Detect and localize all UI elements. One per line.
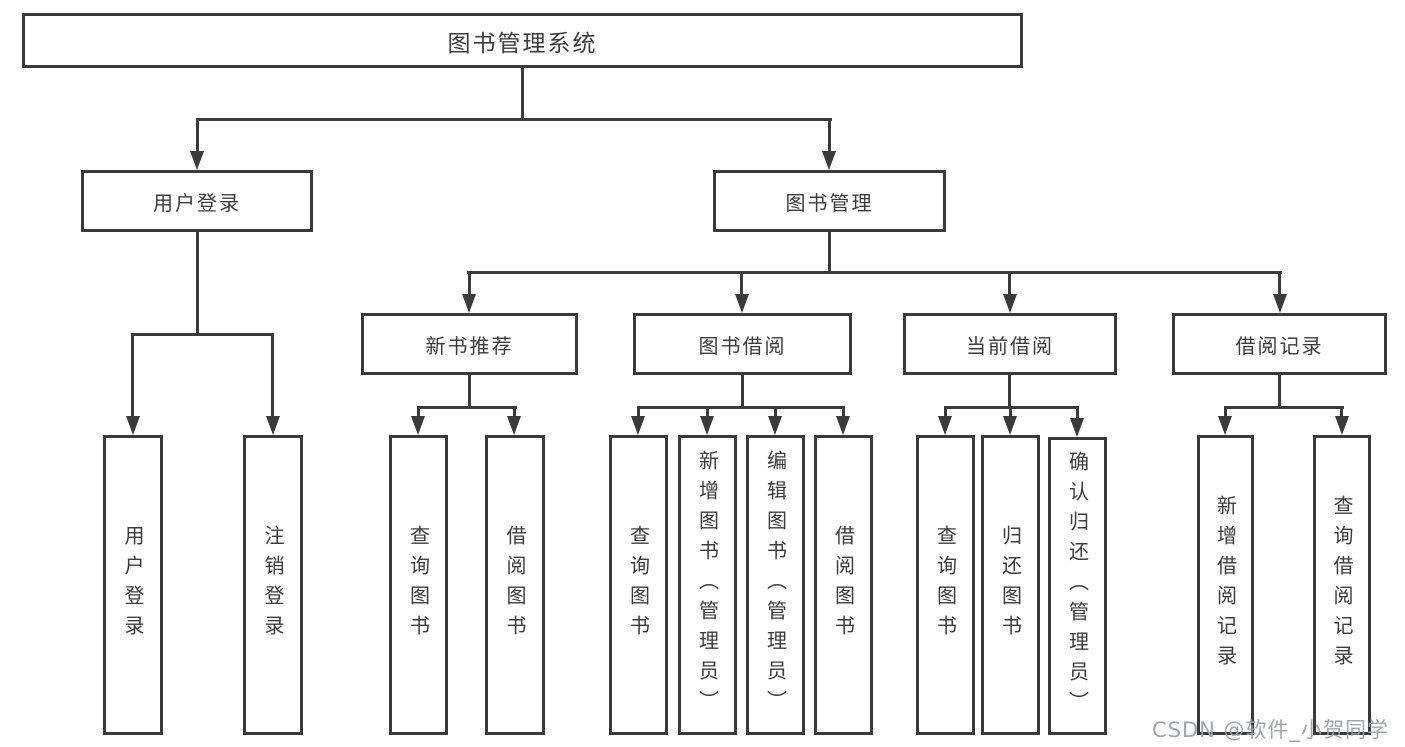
node-label: 查询借阅记录 [1330,495,1354,675]
arrowhead-down [735,294,749,313]
connector-borrow-drop-2 [706,406,709,418]
leaf-borrow-books-1: 借阅图书 [485,435,545,735]
connector-root-bar [196,118,832,121]
connector-userlogin-drop-1 [131,333,134,418]
node-label: 用户登录 [153,190,241,215]
connector-newbook-drop-1 [417,406,420,418]
connector-bookmgmt-drop-1 [468,271,471,296]
connector-bookmgmt-drop-4 [1278,271,1281,296]
connector-newbook-drop-2 [513,406,516,418]
arrowhead-down [836,416,850,435]
connector-bookmgmt-drop-2 [740,271,743,296]
leaf-return-books: 归还图书 [981,435,1040,735]
node-label: 借阅图书 [831,525,856,645]
arrowhead-down [822,151,836,170]
node-label: 当前借阅 [966,333,1054,358]
arrowhead-down [1070,418,1084,437]
node-label: 图书借阅 [698,333,787,358]
connector-userlogin-bar [131,333,274,336]
leaf-add-books-admin: 新增图书（管理员） [678,435,737,735]
leaf-query-books-1: 查询图书 [389,435,448,735]
node-label: 编辑图书（管理员） [763,450,788,720]
connector-userlogin-drop-2 [271,333,274,418]
arrowhead-down [1335,416,1349,435]
connector-newbook-bar [417,406,517,409]
node-label: 查询图书 [933,525,958,645]
connector-borrow-drop-1 [637,406,640,418]
arrowhead-down [1218,416,1232,435]
node-label: 确认归还（管理员） [1065,451,1090,721]
arrowhead-down [411,416,425,435]
connector-newbook-stem [468,375,471,408]
connector-current-drop-2 [1009,406,1012,418]
node-label: 归还图书 [998,525,1023,645]
connector-userlogin-stem [196,232,199,335]
node-root: 图书管理系统 [22,13,1023,68]
node-label: 查询图书 [626,525,651,645]
leaf-query-books-3: 查询图书 [916,435,975,735]
node-label: 新增借阅记录 [1213,495,1238,675]
arrowhead-down [190,151,204,170]
node-book-borrow: 图书借阅 [633,313,852,375]
arrowhead-down [938,416,952,435]
connector-borrow-drop-4 [842,406,845,418]
arrowhead-down [1273,294,1287,313]
arrowhead-down [631,416,645,435]
connector-bookmgmt-bar [467,271,1282,274]
leaf-logout: 注销登录 [243,435,303,735]
connector-current-drop-3 [1076,406,1079,420]
node-label: 查询图书 [406,525,431,645]
node-label: 新书推荐 [425,333,514,358]
connector-borrow-drop-3 [774,406,777,418]
connector-borrow-bar [637,406,845,409]
leaf-edit-books-admin: 编辑图书（管理员） [746,435,805,735]
node-label: 图书管理 [785,190,874,215]
connector-bookmgmt-drop-3 [1008,271,1011,296]
node-book-management: 图书管理 [713,170,946,232]
connector-records-bar [1224,406,1344,409]
connector-current-drop-1 [944,406,947,418]
arrowhead-down [768,416,782,435]
arrowhead-down [126,416,140,435]
connector-current-stem [1008,375,1011,408]
node-label: 新增图书（管理员） [695,450,720,720]
connector-borrow-stem [741,375,744,408]
arrowhead-down [266,416,280,435]
leaf-user-login: 用户登录 [103,435,163,735]
watermark: CSDN @软件_小贺同学 [1152,718,1390,742]
connector-records-drop-2 [1340,406,1343,418]
leaf-confirm-return-admin: 确认归还（管理员） [1048,437,1107,735]
arrowhead-down [462,294,476,313]
leaf-add-borrow-record: 新增借阅记录 [1197,435,1254,735]
node-label: 用户登录 [121,525,145,645]
node-label: 注销登录 [261,525,285,645]
connector-root-drop-right [828,118,831,152]
leaf-borrow-books-2: 借阅图书 [814,435,873,735]
arrowhead-down [507,416,521,435]
connector-bookmgmt-stem [828,232,831,273]
node-borrow-records: 借阅记录 [1172,313,1387,375]
arrowhead-down [700,416,714,435]
connector-records-drop-1 [1224,406,1227,418]
node-current-borrow: 当前借阅 [903,313,1117,375]
node-label: 借阅图书 [503,525,527,645]
node-label: 借阅记录 [1235,333,1324,358]
leaf-query-books-2: 查询图书 [609,435,668,735]
node-new-book-recommend: 新书推荐 [361,313,578,375]
connector-root-stem [521,68,524,120]
node-label: 图书管理系统 [447,30,598,57]
arrowhead-down [1003,416,1017,435]
node-user-login: 用户登录 [81,170,313,232]
connector-records-stem [1278,375,1281,408]
arrowhead-down [1003,294,1017,313]
leaf-query-borrow-record: 查询借阅记录 [1313,435,1371,735]
connector-root-drop-left [196,118,199,152]
